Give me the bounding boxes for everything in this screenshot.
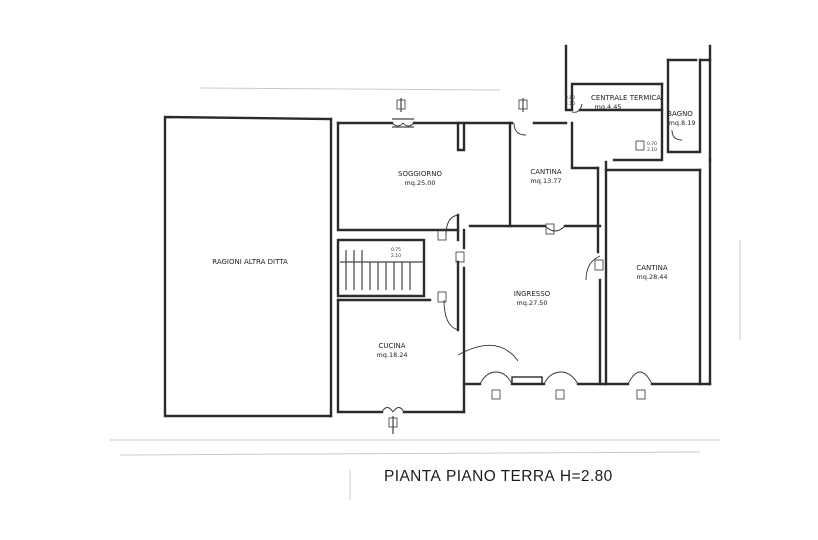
dim-stair-bottom: 2.10 [391,253,401,259]
ingresso-swing-arc [457,344,519,362]
area-ingresso: mq.27.50 [516,299,547,307]
cantina-bottom-door-icon [627,371,653,400]
room-labels: RAGIONI ALTRA DITTA SOGGIORNO mq.25.00 C… [212,94,695,359]
soggiorno-side-door-icon [437,214,459,241]
soggiorno-window-icon [391,98,415,128]
cantina-top-door-icon [513,98,528,136]
cantina-large-door-icon [585,255,604,281]
dim-ct-bottom: 2.10 [565,101,575,107]
stair-treads [340,250,424,290]
area-cucina: mq.18.24 [376,351,407,359]
door-dimension-labels: 0.75 2.10 0.80 2.10 0.70 2.10 [391,95,657,259]
label-ingresso: INGRESSO [514,290,551,298]
main-walls [336,44,712,414]
label-soggiorno: SOGGIORNO [398,170,442,178]
dim-bagno-bottom: 2.10 [647,147,657,153]
area-soggiorno: mq.25.00 [404,179,435,187]
label-ragioni: RAGIONI ALTRA DITTA [212,258,288,266]
label-bagno: BAGNO [667,110,693,118]
area-cantina-large: mq.28.44 [636,273,667,281]
area-bagno: mq.8.19 [669,119,696,127]
bagno-door-icon [635,129,683,151]
area-centrale-termica: mq.4.45 [595,103,622,111]
entrance-door-left-icon [479,371,513,400]
label-cucina: CUCINA [379,342,406,350]
area-cantina-small: mq.13.77 [530,177,561,185]
cucina-door-icon [437,291,459,331]
cantina-inner-door-icon [544,223,566,235]
room-ragioni-walls [163,115,333,418]
dim-ct-top: 0.80 [565,95,575,101]
doors [381,98,683,434]
dim-bagno-top: 0.70 [647,141,657,147]
plan-title-label: PIANTA [384,468,442,485]
label-cantina-small: CANTINA [530,168,561,176]
label-cantina-large: CANTINA [636,264,667,272]
ct-door-icon [571,103,583,113]
plan-title-height: H=2.80 [559,468,613,485]
entrance-door-right-icon [543,371,579,400]
plan-title-floor: PIANO TERRA [445,468,556,485]
label-centrale-termica: CENTRALE TERMICA [591,94,661,102]
scan-ghost-lines [110,87,741,500]
dim-stair-top: 0.75 [391,247,401,253]
plan-title: PIANTA PIANO TERRA H=2.80 [384,468,644,488]
stair-door-icon [455,251,465,263]
cucina-window-icon [381,407,405,434]
